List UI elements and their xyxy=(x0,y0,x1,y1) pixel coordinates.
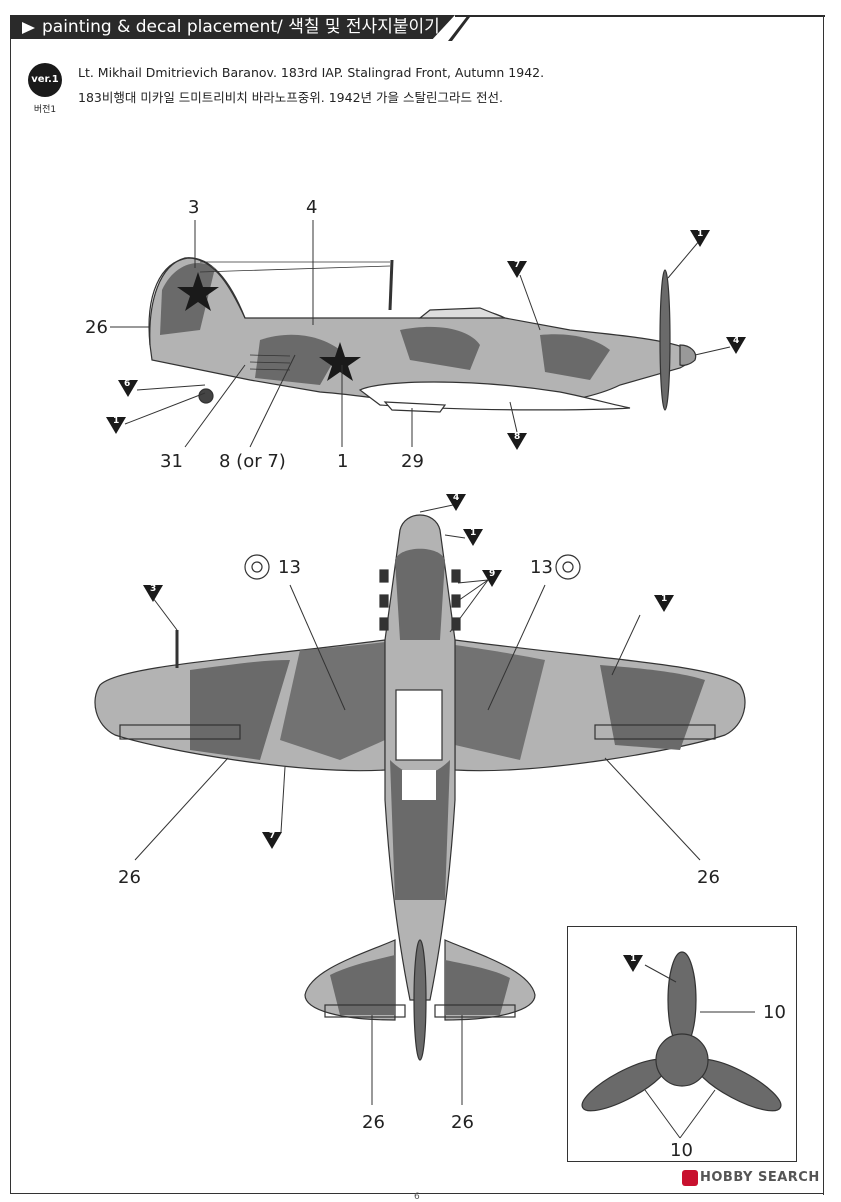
frame-bottom xyxy=(10,1193,824,1194)
top-marker-1a-label: 1 xyxy=(470,528,477,538)
side-callout-3: 3 xyxy=(188,197,200,218)
top-callout-26-right-tail: 26 xyxy=(451,1112,474,1133)
version-subtitle: 버전1 xyxy=(33,105,57,115)
side-callout-26: 26 xyxy=(85,317,108,338)
top-marker-4-label: 4 xyxy=(453,493,460,503)
side-marker-8-label: 8 xyxy=(514,432,521,442)
page-number: 6 xyxy=(414,1192,420,1202)
side-callout-1: 1 xyxy=(337,451,349,472)
side-callout-4: 4 xyxy=(306,197,318,218)
frame-left xyxy=(10,39,11,1194)
header-bar xyxy=(10,15,455,39)
inset-callout-10-bottom: 10 xyxy=(670,1140,693,1161)
inset-propeller xyxy=(581,951,782,1112)
top-marker-9-label: 9 xyxy=(489,569,496,579)
top-leader-lines xyxy=(134,504,701,1105)
hobby-search-logo-icon xyxy=(682,1170,698,1186)
top-marker-3-label: 3 xyxy=(150,584,157,594)
side-tail-fin xyxy=(148,257,246,346)
caption-korean: 183비행대 미카일 드미트리비치 바라노프중위. 1942년 가을 스탈린그라… xyxy=(78,90,503,105)
header-slash-decoration xyxy=(448,15,470,41)
frame-right xyxy=(823,15,824,1195)
side-marker-4-label: 4 xyxy=(733,336,740,346)
inset-callout-10-right: 10 xyxy=(763,1002,786,1023)
hobby-search-watermark: HOBBY SEARCH xyxy=(700,1170,820,1185)
side-wing xyxy=(358,381,631,411)
top-callout-26-left-wing: 26 xyxy=(118,867,141,888)
page-title: painting & decal placement/ 색칠 및 전사지붙이기 xyxy=(42,17,440,37)
top-callout-13-right: 13 xyxy=(530,557,553,578)
propeller-inset-box xyxy=(567,926,797,1162)
side-callout-8-or-7: 8 (or 7) xyxy=(219,451,286,472)
inset-marker-1-label: 1 xyxy=(630,954,637,964)
side-view xyxy=(148,257,697,413)
top-callout-13-left: 13 xyxy=(278,557,301,578)
inset-leader-lines xyxy=(644,964,755,1139)
side-callout-29: 29 xyxy=(401,451,424,472)
side-canopy xyxy=(418,307,506,319)
side-callout-31: 31 xyxy=(160,451,183,472)
side-marker-6-label: 6 xyxy=(124,379,131,389)
side-marker-7-label: 7 xyxy=(514,260,521,270)
side-marker-1b-label: 1 xyxy=(697,229,704,239)
top-callout-26-right-wing: 26 xyxy=(697,867,720,888)
side-leader-lines xyxy=(110,220,731,448)
version-badge: ver.1 xyxy=(28,63,62,97)
side-marker-1a-label: 1 xyxy=(113,416,120,426)
caption-english: Lt. Mikhail Dmitrievich Baranov. 183rd I… xyxy=(78,65,545,80)
header-rule xyxy=(455,15,825,17)
header-arrow-icon xyxy=(22,22,35,34)
top-marker-7-label: 7 xyxy=(269,831,276,841)
top-callout-26-left-tail: 26 xyxy=(362,1112,385,1133)
top-marker-1b-label: 1 xyxy=(661,594,668,604)
